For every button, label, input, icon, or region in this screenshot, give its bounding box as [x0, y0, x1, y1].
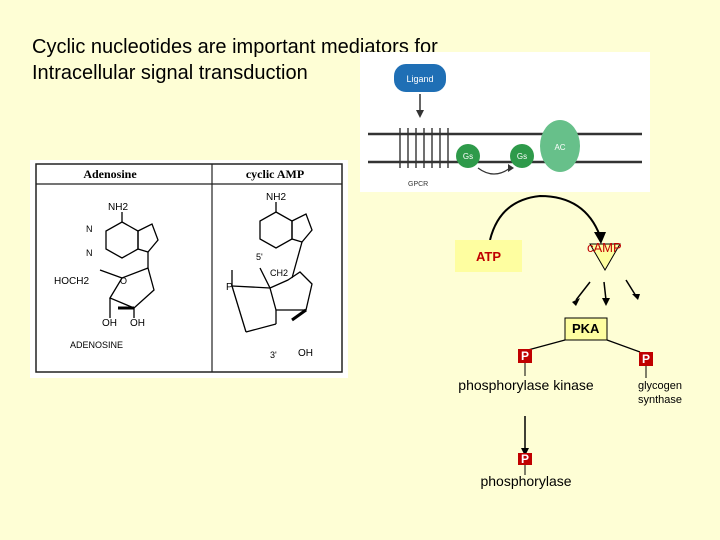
camp-label: cAMP [587, 240, 622, 255]
p-badge-gs [639, 352, 653, 366]
adenosine-ring-o: O [120, 276, 127, 286]
atp-to-camp-arrow [489, 194, 601, 241]
pka-to-phk-line [527, 339, 566, 351]
camp-structure [231, 202, 313, 333]
adenosine-oh-1: OH [102, 318, 117, 329]
adenosine-hoch2: HOCH2 [54, 276, 89, 287]
header-adenosine: Adenosine [83, 167, 137, 181]
adenosine-oh-2: OH [130, 318, 145, 329]
ligand-label: Ligand [406, 74, 433, 84]
ac-enzyme [540, 120, 580, 172]
adenosine-structure [99, 212, 159, 318]
title-line-2: Intracellular signal transduction [32, 62, 308, 84]
p-badge-ph [518, 453, 532, 465]
pka-box [564, 317, 608, 341]
glycogen-synthase-label: glycogen synthase [637, 380, 683, 406]
adenosine-n3: N [86, 248, 93, 258]
title-line-1: Cyclic nucleotides are important mediato… [32, 36, 438, 58]
camp-arrow-1 [575, 281, 591, 301]
slide-title: Cyclic nucleotides are important mediato… [32, 34, 438, 86]
structures-svg: Adenosine cyclic AMP NH2 N N HOCH2 O OH … [35, 163, 343, 373]
header-cyclic-amp: cyclic AMP [246, 167, 304, 181]
camp-three-prime: 3' [270, 350, 277, 360]
gpcr-label: GPCR [408, 181, 428, 188]
gs-protein-1 [456, 144, 480, 168]
ligand-shape [394, 64, 446, 92]
structures-image: Adenosine cyclic AMP NH2 N N HOCH2 O OH … [30, 160, 348, 378]
p-badge-gs-label: P [641, 352, 650, 366]
camp-arrow-3 [625, 279, 637, 297]
camp-ch2: CH2 [270, 268, 288, 278]
camp-arrow-2 [603, 281, 607, 301]
gs-label-1: Gs [463, 152, 473, 161]
atp-box: ATP [455, 240, 522, 272]
adenosine-n1: N [86, 224, 93, 234]
camp-shape [589, 243, 621, 272]
pka-label: PKA [572, 321, 600, 336]
adenosine-caption: ADENOSINE [70, 340, 123, 350]
phosphorylase-label: phosphorylase [480, 473, 572, 489]
camp-nh2: NH2 [266, 192, 286, 203]
gs-label-2: Gs [517, 152, 527, 161]
p-badge-ph-label: P [520, 452, 529, 466]
camp-five-prime: 5' [256, 252, 263, 262]
adenosine-nh2: NH2 [108, 202, 128, 213]
pka-to-gs-line [606, 339, 641, 353]
p-badge-phk [518, 349, 532, 363]
gpcr-svg: Ligand Gs Gs AC GPCR [368, 64, 642, 188]
p-badge-phk-label: P [520, 349, 529, 363]
gpcr-helices [399, 128, 449, 168]
gs-protein-2 [510, 144, 534, 168]
phosphorylase-kinase-label: phosphorylase kinase [458, 377, 594, 393]
camp-phosphate: P [226, 282, 233, 293]
gpcr-image: Ligand Gs Gs AC GPCR [360, 52, 650, 192]
camp-oh: OH [298, 348, 313, 359]
structures-frame [35, 163, 343, 373]
ac-label: AC [554, 143, 565, 152]
atp-label: ATP [475, 248, 502, 264]
